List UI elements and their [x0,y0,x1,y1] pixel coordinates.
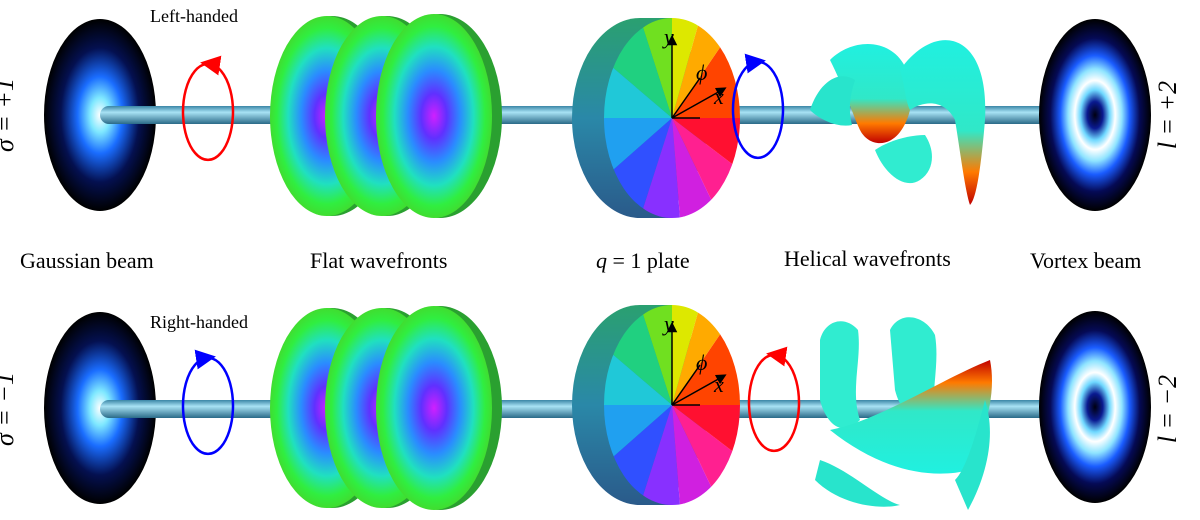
sigma-label-bottom: σ = −1 [0,372,19,446]
caption-q-plate-rest: = 1 plate [607,248,690,273]
caption-q-symbol: q [596,248,607,273]
helix-icon [810,40,986,206]
circular-arrow-icon [181,349,235,456]
circular-arrow-icon [731,53,785,160]
vortex-spot-icon [1039,19,1151,211]
caption-gaussian-beam: Gaussian beam [20,248,154,273]
vortex-spot-icon [1039,311,1151,503]
caption-q-plate: q = 1 plate [596,248,690,274]
plate-axis-y-top: y [662,24,674,49]
circular-arrow-icon [181,55,235,162]
top-row [44,14,1151,218]
oam-label-top: l = +2 [1153,80,1183,150]
plate-axis-phi-bottom: ϕ [696,350,707,375]
sigma-label-top: σ = +1 [0,78,19,152]
handedness-label-top: Left-handed [150,6,238,26]
caption-flat-wavefronts: Flat wavefronts [310,248,448,273]
beam-rod [100,400,260,418]
plate-axis-phi-top: ϕ [696,60,707,85]
q-plate-icon [572,18,740,218]
helix-icon [815,317,992,510]
oam-label-bottom: l = −2 [1153,374,1183,444]
wavefront-disc-icon [270,306,502,510]
plate-axis-x-top: x [713,84,724,109]
wavefront-disc-icon [270,14,502,218]
gaussian-spot-icon [44,312,156,504]
handedness-label-bottom: Right-handed [150,312,248,332]
q-plate-icon [572,305,740,505]
circular-arrow-icon [747,346,801,453]
bottom-row [44,305,1151,510]
caption-vortex-beam: Vortex beam [1030,248,1142,273]
plate-axis-x-bottom: x [713,372,724,397]
caption-helical-wavefronts: Helical wavefronts [784,246,951,271]
beam-rod [100,106,260,124]
plate-axis-y-bottom: y [662,311,674,336]
